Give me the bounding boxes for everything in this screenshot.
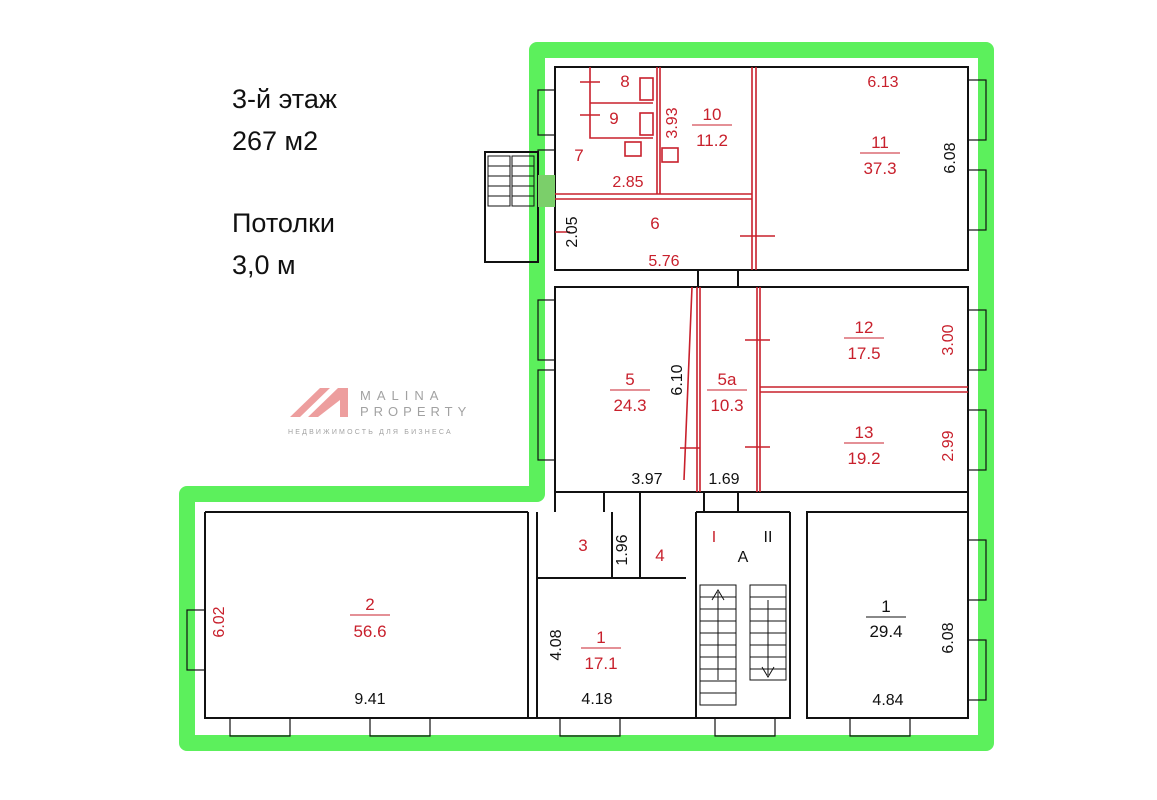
dim-6-13: 6.13 [867,74,898,91]
room-5-area: 24.3 [613,396,646,415]
room-2-num: 2 [365,595,374,614]
room-7: 7 [574,146,583,165]
dim-1-69: 1.69 [708,471,739,488]
dim-2-99: 2.99 [940,430,957,461]
room-4: 4 [655,546,664,565]
highlight-outline [179,42,994,751]
room-13-num: 13 [855,423,874,442]
room-9: 9 [609,109,618,128]
room-10-area: 11.2 [696,131,728,150]
ceilings-label: Потолки [232,208,335,238]
watermark-tagline: НЕДВИЖИМОСТЬ ДЛЯ БИЗНЕСА [288,429,453,436]
dimension-labels: 6.13 6.08 3.93 2.85 2.05 5.76 6.10 3.00 … [211,74,959,709]
dim-4-84: 4.84 [872,692,903,709]
dim-2-05: 2.05 [564,216,581,247]
watermark-line2: PROPERTY [360,404,471,419]
dim-1-96: 1.96 [614,534,631,565]
watermark-logo: MALINA PROPERTY НЕДВИЖИМОСТЬ ДЛЯ БИЗНЕСА [288,388,471,436]
room-13-area: 19.2 [847,449,880,468]
room-5a-num: 5а [718,370,737,389]
windows [186,79,987,737]
room-3: 3 [578,536,587,555]
floor-label: 3-й этаж [232,84,337,114]
partitions [555,67,968,492]
dim-3-00: 3.00 [940,324,957,355]
dim-6-08-bottom: 6.08 [940,622,957,653]
room-1-num: 1 [881,597,890,616]
shaft [538,175,555,207]
room-8: 8 [620,72,629,91]
stair-right-mark: II [764,529,773,546]
watermark-line1: MALINA [360,388,444,403]
dim-6-10: 6.10 [669,364,686,395]
room-11-area: 37.3 [863,159,896,178]
dim-2-85: 2.85 [612,174,643,191]
dim-9-41: 9.41 [354,691,385,708]
room-1-small-num: 1 [596,628,605,647]
stair-labels: А I II [712,529,773,566]
stair-label: А [738,549,749,566]
room-10-num: 10 [703,105,722,124]
ceilings-value: 3,0 м [232,250,296,280]
room-6: 6 [650,214,659,233]
dim-5-76: 5.76 [648,253,679,270]
dim-4-08: 4.08 [548,629,565,660]
dim-6-08-top: 6.08 [942,142,959,173]
stair-left-mark: I [712,529,716,546]
dim-3-97: 3.97 [631,471,662,488]
room-11-num: 11 [871,133,889,152]
room-1-small-area: 17.1 [584,654,617,673]
room-labels: 8 9 7 10 11.2 11 37.3 6 5 24.3 5а 10.3 1… [350,72,906,673]
dim-4-18: 4.18 [581,691,612,708]
stairs [487,155,787,706]
room-2-area: 56.6 [353,622,386,641]
dim-3-93: 3.93 [664,107,681,138]
dim-6-02: 6.02 [211,606,228,637]
room-5-num: 5 [625,370,634,389]
room-12-area: 17.5 [847,344,880,363]
floor-area: 267 м2 [232,126,319,156]
room-12-num: 12 [855,318,874,337]
room-1-area: 29.4 [869,622,902,641]
room-5a-area: 10.3 [710,396,743,415]
